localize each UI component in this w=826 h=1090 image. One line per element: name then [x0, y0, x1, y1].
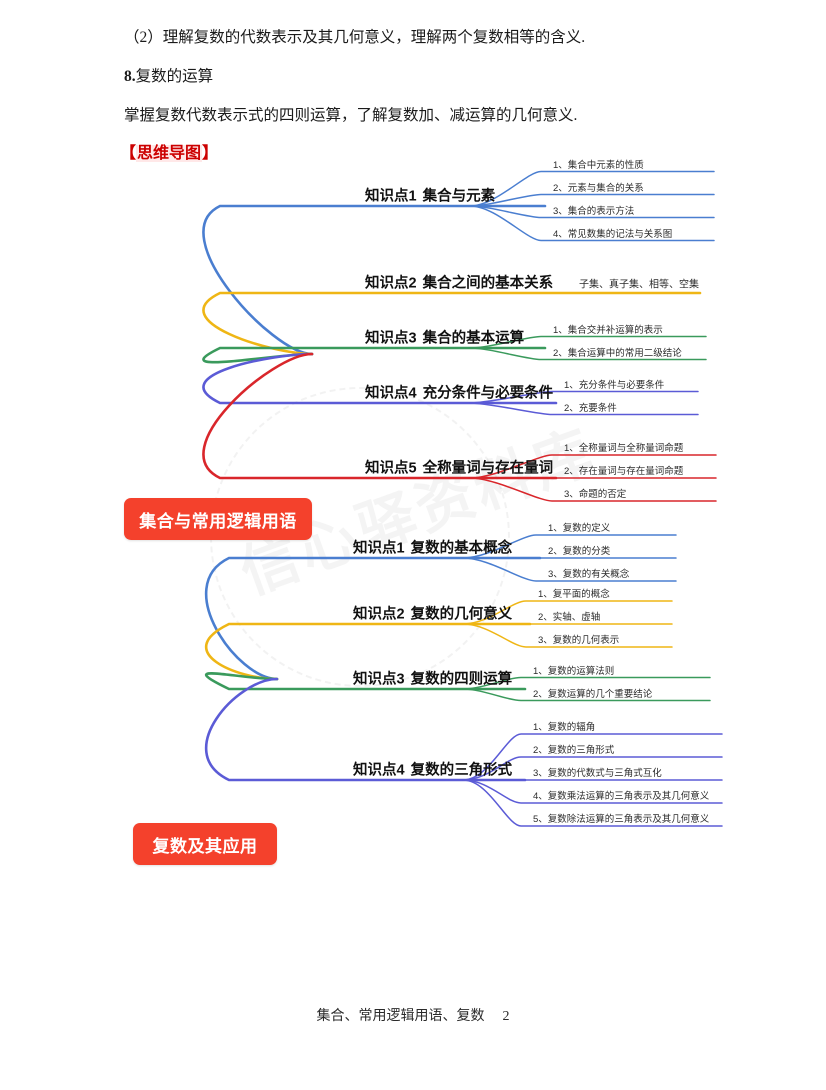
topic-number: 知识点2 [353, 606, 405, 623]
mindmap-leaf-2-4-3[interactable]: 3、复数的代数式与三角式互化 [533, 768, 662, 779]
mindmap-root-node-1[interactable]: 集合与常用逻辑用语 [124, 498, 312, 540]
mindmap-leaf-1-1-3[interactable]: 3、集合的表示方法 [553, 205, 635, 217]
mindmap-inline-note-1-2: 子集、真子集、相等、空集 [579, 279, 699, 291]
footer-page-number: 2 [502, 1009, 510, 1024]
mindmap-topic-2-1[interactable]: 知识点1 复数的基本概念 [353, 537, 512, 558]
section-title: 复数的运算 [135, 68, 214, 85]
mindmap-leaf-2-2-1[interactable]: 1、复平面的概念 [538, 589, 610, 600]
topic-number: 知识点1 [353, 540, 405, 557]
paragraph-objective-2: （2）理解复数的代数表示及其几何意义，理解两个复数相等的含义. [124, 29, 586, 46]
topic-number: 知识点4 [353, 762, 405, 779]
topic-title: 复数的几何意义 [410, 606, 513, 623]
mindmap-topic-1-4[interactable]: 知识点4 充分条件与必要条件 [365, 382, 553, 403]
mindmap-leaf-2-4-5[interactable]: 5、复数除法运算的三角表示及其几何意义 [533, 814, 710, 825]
heading-section-8: 8.复数的运算 [124, 65, 213, 88]
topic-title: 复数的基本概念 [410, 540, 513, 557]
mindmap-leaf-2-3-1[interactable]: 1、复数的运算法则 [533, 665, 615, 677]
mindmap-leaf-2-1-2[interactable]: 2、复数的分类 [548, 546, 611, 557]
mindmap-topic-1-2[interactable]: 知识点2 集合之间的基本关系 [365, 272, 553, 293]
mindmap-leaf-1-4-1[interactable]: 1、充分条件与必要条件 [564, 379, 665, 391]
mindmap-leaf-2-1-3[interactable]: 3、复数的有关概念 [548, 569, 630, 580]
mindmap-leaf-1-1-1[interactable]: 1、集合中元素的性质 [553, 159, 644, 171]
mindmap-leaf-2-4-1[interactable]: 1、复数的辐角 [533, 722, 596, 733]
mindmap-leaf-1-3-2[interactable]: 2、集合运算中的常用二级结论 [553, 347, 682, 359]
topic-title: 集合与元素 [422, 188, 496, 205]
mindmap-connectors [202, 170, 723, 827]
topic-title: 充分条件与必要条件 [422, 385, 554, 402]
topic-number: 知识点4 [365, 385, 417, 402]
mindmap-leaf-1-1-2[interactable]: 2、元素与集合的关系 [553, 182, 644, 194]
topic-number: 知识点5 [365, 460, 417, 477]
mindmap-topic-1-3[interactable]: 知识点3 集合的基本运算 [365, 327, 524, 348]
mindmap-topic-1-1[interactable]: 知识点1 集合与元素 [365, 185, 495, 206]
page-footer: 集合、常用逻辑用语、复数 2 [0, 1005, 826, 1025]
mindmap-leaf-2-2-3[interactable]: 3、复数的几何表示 [538, 635, 620, 646]
mindmap-topic-1-5[interactable]: 知识点5 全称量词与存在量词 [365, 457, 553, 478]
mindmap-leaf-1-4-2[interactable]: 2、充要条件 [564, 402, 617, 414]
topic-number: 知识点2 [365, 275, 417, 292]
topic-title: 集合的基本运算 [422, 330, 525, 347]
mindmap-leaf-1-5-3[interactable]: 3、命题的否定 [564, 489, 627, 500]
mindmap-leaf-2-4-2[interactable]: 2、复数的三角形式 [533, 745, 615, 756]
section-number: 8. [124, 68, 136, 85]
mindmap-canvas: 信心驿资料库 知识点1集合与元素1、集合中元素的性质2、元素与集合的关系3、集合… [0, 160, 826, 865]
topic-number: 知识点3 [353, 671, 405, 688]
topic-title: 全称量词与存在量词 [422, 460, 554, 477]
mindmap-leaf-2-4-4[interactable]: 4、复数乘法运算的三角表示及其几何意义 [533, 791, 710, 802]
bracket-close: 】 [202, 145, 219, 162]
mindmap-leaf-2-3-2[interactable]: 2、复数运算的几个重要结论 [533, 688, 653, 700]
mindmap-topic-2-4[interactable]: 知识点4 复数的三角形式 [353, 759, 512, 780]
paragraph-section-8-body: 掌握复数代数表示式的四则运算，了解复数加、减运算的几何意义. [124, 107, 578, 124]
mindmap-root-node-2[interactable]: 复数及其应用 [133, 823, 277, 865]
mindmap-topic-2-2[interactable]: 知识点2 复数的几何意义 [353, 603, 512, 624]
mindmap-topic-2-3[interactable]: 知识点3 复数的四则运算 [353, 668, 512, 689]
topic-title: 复数的四则运算 [410, 671, 513, 688]
mindmap-leaf-1-1-4[interactable]: 4、常见数集的记法与关系图 [553, 228, 673, 240]
mindmap-leaf-1-3-1[interactable]: 1、集合交并补运算的表示 [553, 324, 663, 336]
bracket-open: 【 [120, 145, 137, 162]
mindmap-leaf-1-5-1[interactable]: 1、全称量词与全称量词命题 [564, 443, 684, 454]
topic-number: 知识点1 [365, 188, 417, 205]
mindmap-leaf-2-1-1[interactable]: 1、复数的定义 [548, 523, 611, 534]
topic-title: 集合之间的基本关系 [422, 275, 554, 292]
heading-mindmap: 【思维导图】 [120, 142, 218, 166]
topic-title: 复数的三角形式 [410, 762, 513, 779]
mindmap-label: 思维导图 [136, 145, 203, 162]
mindmap-leaf-1-5-2[interactable]: 2、存在量词与存在量词命题 [564, 466, 684, 477]
topic-number: 知识点3 [365, 330, 417, 347]
footer-label: 集合、常用逻辑用语、复数 [316, 1009, 485, 1024]
mindmap-leaf-2-2-2[interactable]: 2、实轴、虚轴 [538, 612, 601, 623]
